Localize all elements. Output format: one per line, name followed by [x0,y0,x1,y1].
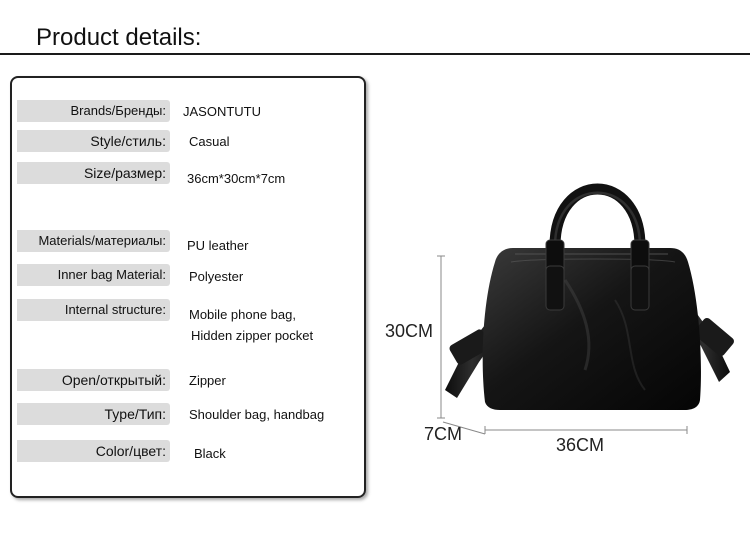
bag-handle [549,183,646,252]
page-title: Product details: [36,24,202,51]
bag-body [482,239,701,410]
spec-value-color: Black [194,446,226,461]
spec-value-internal-structure-2: Hidden zipper pocket [191,328,314,343]
spec-value-internal-structure: Mobile phone bag, [189,307,296,322]
spec-label-brand: Brands/Бренды: [17,100,170,122]
spec-value-size: 36cm*30cm*7cm [187,171,286,186]
spec-label-style: Style/стиль: [17,130,170,152]
header-divider [0,53,750,55]
height-dimension-label: 30CM [385,321,434,341]
spec-value-brand: JASONTUTU [183,104,261,119]
spec-value-style: Casual [189,134,230,149]
width-dimension-label: 36CM [556,435,605,455]
spec-label-open: Open/открытый: [17,369,170,391]
spec-label-type: Type/Тип: [17,403,170,425]
spec-panel [10,76,366,498]
spec-value-open: Zipper [189,373,226,388]
depth-dimension-label: 7CM [424,424,463,444]
spec-value-inner-material: Polyester [189,269,244,284]
spec-value-type: Shoulder bag, handbag [189,407,325,422]
spec-label-color: Color/цвет: [17,440,170,462]
spec-label-internal-structure: Internal structure: [17,299,170,321]
spec-label-size: Size/размер: [17,162,170,184]
spec-label-material: Materials/материалы: [17,230,170,252]
spec-value-material: PU leather [187,238,249,253]
dimension-lines [437,255,688,435]
spec-label-inner-material: Inner bag Material: [17,264,170,286]
product-photo [437,183,734,435]
